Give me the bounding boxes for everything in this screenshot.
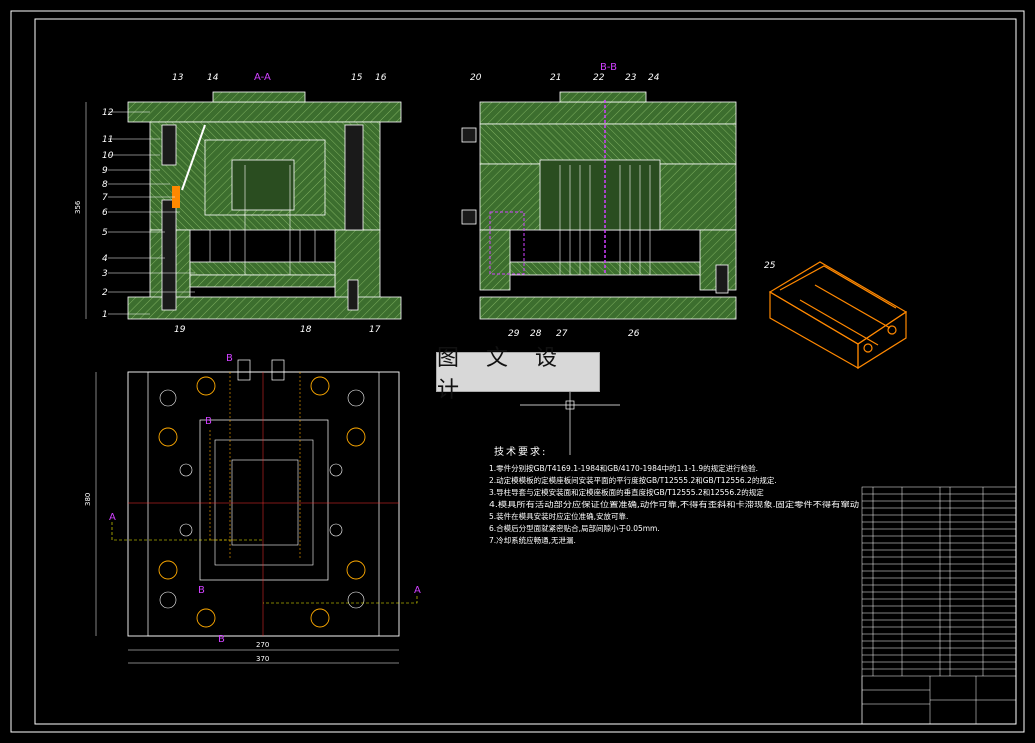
part-label: 18 <box>300 325 312 335</box>
inner-frame <box>34 18 1017 725</box>
part-label: 21 <box>550 73 561 83</box>
dim-width-inner: 270 <box>256 641 269 649</box>
part-labels-a-left-text: 12 11 10 9 8 7 6 5 4 3 2 1 <box>102 108 114 320</box>
tech-line: 5.装件在模具安装时应定位准确,安放可靠. <box>489 511 628 521</box>
watermark-text: 图 文 设 计 <box>437 346 567 403</box>
part-label: 17 <box>369 325 381 335</box>
part-label: 24 <box>648 73 660 83</box>
cut-markers: A A B B B B <box>109 353 421 645</box>
tech-line: 2.动定模模板的定模座板间安装平面的平行度按GB/T12555.2和GB/T12… <box>489 475 777 485</box>
tech-line: 1.零件分别按GB/T4169.1-1984和GB/4170-1984中的1.1… <box>489 463 758 473</box>
tech-heading: 技术要求: <box>494 445 547 458</box>
tech-line: 3.导柱导套与定模安装面和定模座板面的垂直度按GB/T12555.2和12556… <box>489 487 764 497</box>
part-label: 22 <box>593 73 605 83</box>
tech-line: 7.冷却系统应畅通,无泄漏. <box>489 535 576 545</box>
cut-marker: A <box>414 585 421 596</box>
part-label: 3 <box>102 269 108 279</box>
part-label: 29 <box>508 329 520 339</box>
dim-height-a: 356 <box>74 200 82 214</box>
product-isometric-view <box>768 261 908 370</box>
parts-list-table <box>861 486 1017 725</box>
part-label: 23 <box>625 73 637 83</box>
section-a-a-view <box>127 91 402 320</box>
dim-width-outer: 370 <box>256 655 269 663</box>
section-b-b-view <box>461 91 737 320</box>
part-label: 11 <box>102 135 113 145</box>
part-label: 15 <box>351 73 363 83</box>
cut-marker: B <box>205 416 212 427</box>
technical-requirements: 技术要求: 1.零件分别按GB/T4169.1-1984和GB/4170-198… <box>489 445 860 545</box>
part-labels-b: 20 21 22 23 24 29 28 27 26 25 <box>470 73 776 339</box>
outer-frame <box>10 10 1025 733</box>
dim-height-plan: 380 <box>84 493 92 506</box>
cut-marker: B <box>226 353 233 364</box>
part-label: 28 <box>530 329 542 339</box>
plan-dimensions <box>95 372 399 664</box>
part-label: 16 <box>375 73 387 83</box>
crosshair-cursor-icon <box>520 380 620 455</box>
part-label: 12 <box>102 108 114 118</box>
part-label: 7 <box>102 193 108 203</box>
part-label: 13 <box>172 73 184 83</box>
part-label: 19 <box>174 325 186 335</box>
section-b-label: B-B <box>600 62 617 73</box>
part-label: 1 <box>102 310 108 320</box>
part-label: 25 <box>764 261 776 271</box>
dimension-a-height: 356 <box>74 102 87 319</box>
part-label: 26 <box>628 329 640 339</box>
cut-marker: B <box>198 585 205 596</box>
cut-marker: B <box>218 634 225 645</box>
part-label: 8 <box>102 180 108 190</box>
tech-line: 4.模具所有活动部分应保证位置准确,动作可靠,不得有歪斜和卡滞现象.固定零件不得… <box>489 499 860 509</box>
part-labels-a-top: 13 14 15 16 19 18 17 <box>172 73 387 335</box>
tech-line: 6.合模后分型面就紧密贴合,局部间隙小于0.05mm. <box>489 523 660 533</box>
part-label: 5 <box>102 228 108 238</box>
section-a-label: A-A <box>254 72 271 83</box>
part-labels-a-left <box>108 111 195 315</box>
part-label: 14 <box>207 73 219 83</box>
part-label: 6 <box>102 208 108 218</box>
watermark-banner: 图 文 设 计 <box>436 346 600 403</box>
part-label: 2 <box>102 288 108 298</box>
cut-marker: A <box>109 512 116 523</box>
part-label: 4 <box>102 254 108 264</box>
part-label: 20 <box>470 73 482 83</box>
part-label: 10 <box>102 151 114 161</box>
plan-view <box>127 359 400 637</box>
part-label: 27 <box>556 329 568 339</box>
part-label: 9 <box>102 166 108 176</box>
